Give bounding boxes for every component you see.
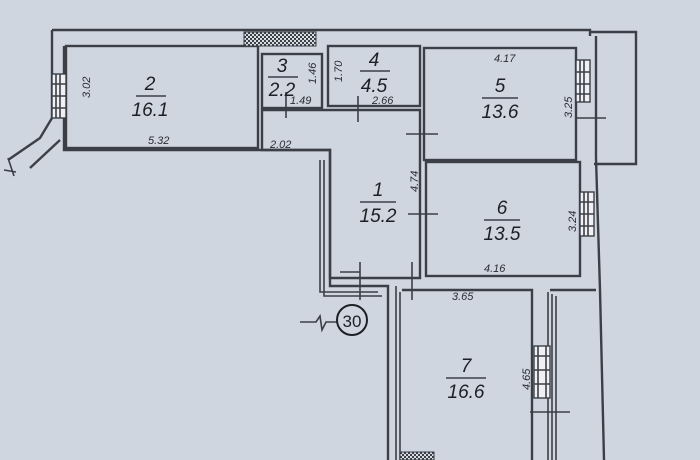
room-3-outline [260, 52, 324, 110]
room-5-outline [422, 46, 578, 162]
room-area: 16.1 [132, 100, 169, 121]
window-room-7 [533, 345, 551, 399]
room-number: 4 [369, 50, 380, 71]
room-area: 15.2 [360, 206, 397, 227]
dim-room5-height: 3.25 [563, 96, 575, 118]
dim-room7-width: 3.65 [452, 291, 474, 303]
room-4-label: 4 4.5 [360, 50, 390, 97]
room-7-label: 7 16.6 [446, 356, 486, 403]
room-area: 13.5 [484, 224, 521, 245]
room-5-label: 5 13.6 [482, 76, 519, 123]
dim-room2-height: 3.02 [81, 77, 93, 98]
outer-walls [3, 28, 638, 460]
dim-room1-height: 4.74 [409, 171, 421, 192]
room-2-outline [64, 44, 260, 150]
ventilation-duct [243, 31, 317, 47]
dim-room6-width: 4.16 [484, 263, 506, 275]
dim-room6-height: 3.24 [567, 211, 579, 232]
dim-room4-width: 2.66 [371, 95, 394, 107]
room-number: 7 [461, 356, 473, 377]
dim-room3-height: 1.46 [307, 62, 319, 84]
room-number: 3 [277, 56, 288, 77]
room-7-outline [402, 288, 534, 460]
room-6-label: 6 13.5 [484, 198, 521, 245]
riser-circle [336, 304, 368, 336]
dim-room2-width: 5.32 [148, 135, 169, 147]
window-room-6 [579, 191, 595, 237]
room-6-outline [424, 160, 582, 278]
room-1-outline [260, 108, 422, 280]
riser-mark: 30 [343, 312, 362, 331]
dim-room3-width: 1.49 [290, 95, 311, 107]
entrance-door [399, 451, 435, 460]
room-area: 16.6 [448, 382, 485, 403]
room-area: 13.6 [482, 102, 519, 123]
room-3-label: 3 2.2 [268, 56, 298, 101]
room-area: 2.2 [268, 80, 296, 101]
room-1-label: 1 15.2 [360, 180, 397, 227]
room-4-outline [326, 44, 422, 108]
door-marks [285, 92, 606, 413]
room-2-label: 2 16.1 [132, 74, 169, 121]
dim-room4-height: 1.70 [333, 60, 345, 82]
dim-corridor-width: 2.02 [269, 139, 291, 151]
window-room-2 [51, 73, 67, 119]
dim-room5-width: 4.17 [494, 53, 516, 65]
room-number: 5 [495, 76, 506, 97]
window-room-5 [575, 59, 591, 103]
room-number: 6 [497, 198, 508, 219]
room-number: 2 [144, 74, 156, 95]
room-number: 1 [373, 180, 384, 201]
dim-room7-height: 4.65 [521, 368, 533, 390]
room-area: 4.5 [361, 76, 388, 97]
